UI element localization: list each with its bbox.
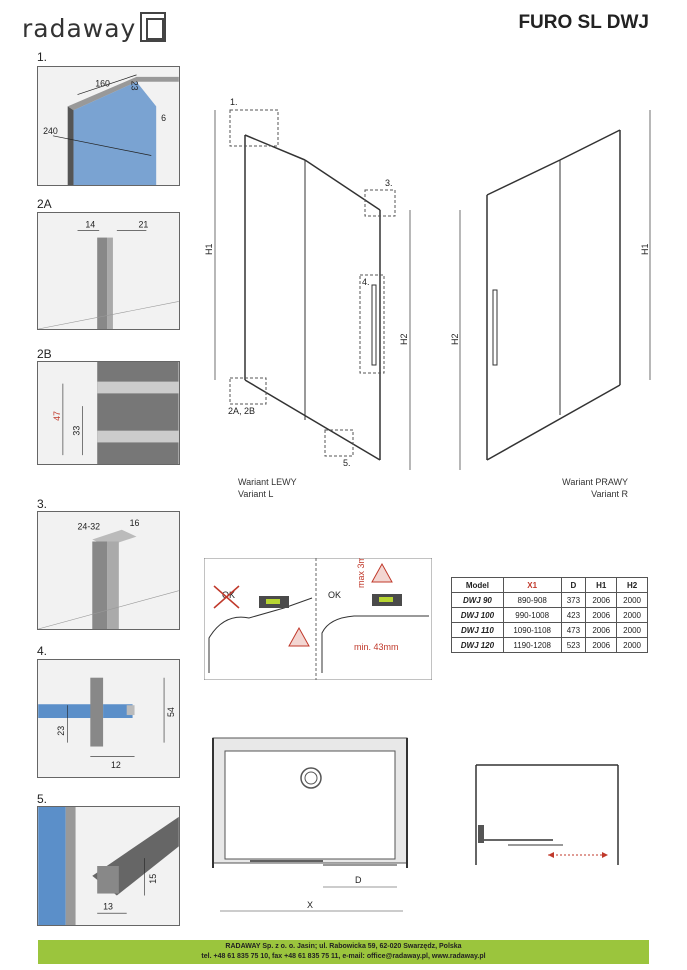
leveling-diagram: OK OK max 3mm min. 43mm (204, 558, 432, 680)
dim-12: 12 (111, 760, 121, 770)
model-title: FURO SL DWJ (518, 12, 649, 33)
detail-3-drawing: 24-32 16 (37, 511, 180, 630)
label-h1-left: H1 (204, 243, 214, 255)
col-model: Model (451, 577, 504, 593)
detail-label-2a: 2A (37, 197, 52, 211)
label-h2-right: H2 (450, 333, 460, 345)
min-43mm: min. 43mm (354, 642, 399, 652)
detail-label-4: 4. (37, 644, 48, 658)
dim-47: 47 (52, 411, 62, 421)
detail-label-3: 3. (37, 497, 48, 511)
dim-21: 21 (138, 220, 148, 230)
detail-label-2b: 2B (37, 347, 52, 361)
plan-label-x: X (307, 900, 313, 910)
dim-240: 240 (43, 126, 58, 136)
dim-24-32: 24-32 (78, 522, 101, 532)
sliding-door-sketch (475, 764, 619, 865)
callout-5: 5. (343, 458, 351, 468)
col-h2: H2 (616, 577, 648, 593)
detail-label-1: 1. (37, 50, 48, 64)
footer: RADAWAY Sp. z o. o. Jasin; ul. Rabowicka… (38, 940, 649, 964)
label-h1-right: H1 (640, 243, 650, 255)
label-h2-left: H2 (399, 333, 409, 345)
callout-1: 1. (230, 97, 238, 107)
col-d: D (560, 577, 587, 593)
dim-160: 160 (95, 79, 110, 89)
brand-logo-text: radaway (22, 14, 137, 43)
dim-6: 6 (161, 113, 166, 123)
detail-4-drawing: 23 54 12 (37, 659, 180, 778)
detail-2b-drawing: 47 33 (37, 361, 180, 465)
callout-3: 3. (385, 178, 393, 188)
dim-15: 15 (148, 874, 158, 884)
plan-label-d: D (355, 875, 362, 885)
max-3mm: max 3mm (356, 558, 366, 588)
dim-23b: 23 (56, 726, 66, 736)
dim-14: 14 (85, 220, 95, 230)
detail-1-drawing: 160 23 6 240 (37, 66, 180, 186)
variant-left-caption: Wariant LEWY Variant L (238, 477, 297, 499)
dim-54: 54 (166, 707, 176, 717)
detail-5-drawing: 15 13 (37, 806, 180, 926)
callout-2a-2b: 2A, 2B (228, 406, 255, 416)
callout-4: 4. (362, 277, 370, 287)
plan-view-drawing: D X (212, 737, 408, 912)
col-x1: X1 (502, 577, 562, 593)
footer-contact: tel. +48 61 835 75 10, fax +48 61 835 75… (201, 953, 486, 960)
detail-2a-drawing: 14 21 (37, 212, 180, 330)
footer-address: RADAWAY Sp. z o. o. Jasin; ul. Rabowicka… (225, 943, 462, 950)
shower-enclosure-drawing: 1. 3. 4. 2A, 2B 5. H1 H2 H2 H1 (204, 97, 651, 470)
dim-33: 33 (72, 426, 82, 436)
detail-label-5: 5. (37, 792, 48, 806)
brand-logo-icon (140, 12, 166, 42)
dim-16: 16 (130, 518, 140, 528)
col-h1: H1 (585, 577, 618, 593)
dim-13: 13 (103, 901, 113, 911)
dim-23: 23 (130, 81, 140, 91)
variant-right-caption: Wariant PRAWY Variant R (562, 477, 628, 499)
ok-label-right: OK (328, 590, 341, 600)
